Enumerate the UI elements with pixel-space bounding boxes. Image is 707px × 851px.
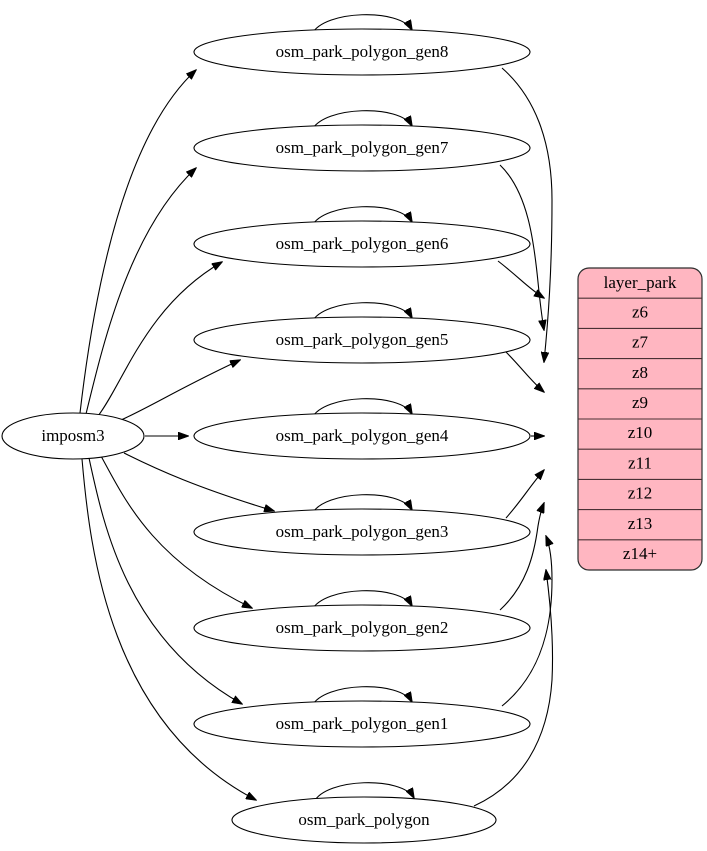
table-row-z10[interactable]: z10: [628, 423, 653, 442]
table-row-z12[interactable]: z12: [628, 484, 653, 503]
node-gen3-label: osm_park_polygon_gen3: [276, 522, 449, 541]
edge-osmparkpolygon-to-z14plus: [473, 570, 554, 807]
table-row-z11[interactable]: z11: [628, 453, 652, 472]
self-loop-gen7: [311, 110, 412, 131]
self-loop-gen3: [311, 494, 412, 515]
edge-imposm3-to-gen1: [88, 457, 242, 704]
self-loop-gen2: [311, 590, 412, 611]
edge-imposm3-to-osm-park-polygon: [81, 458, 256, 800]
edge-imposm3-to-gen3: [123, 452, 274, 511]
self-loop-gen6: [311, 206, 412, 227]
node-osm_park_polygon[interactable]: osm_park_polygon: [231, 796, 497, 844]
edge-gen7-to-z7: [499, 164, 544, 330]
node-osm_park_polygon_gen3[interactable]: osm_park_polygon_gen3: [193, 508, 531, 556]
edge-imposm3-to-gen6: [97, 262, 222, 417]
edge-imposm3-to-gen7: [85, 168, 196, 415]
edge-gen8-to-z8: [501, 67, 553, 362]
edges-to-layer-park: [473, 67, 554, 807]
edge-gen6-to-z6: [497, 260, 544, 298]
node-osm-park-polygon-label: osm_park_polygon: [298, 810, 430, 829]
node-gen7-label: osm_park_polygon_gen7: [276, 138, 449, 157]
node-osm_park_polygon_gen4[interactable]: osm_park_polygon_gen4: [193, 412, 531, 460]
edge-imposm3-to-gen2: [100, 455, 252, 608]
node-gen1-label: osm_park_polygon_gen1: [276, 714, 449, 733]
self-loop-gen8: [311, 14, 412, 35]
table-row-z14plus[interactable]: z14+: [623, 544, 657, 563]
edge-gen5-to-z9: [505, 351, 544, 392]
node-osm_park_polygon_gen1[interactable]: osm_park_polygon_gen1: [193, 700, 531, 748]
edge-imposm3-to-gen8: [79, 70, 196, 414]
node-gen6-label: osm_park_polygon_gen6: [276, 234, 449, 253]
edge-imposm3-to-gen5: [120, 360, 240, 421]
node-imposm3[interactable]: imposm3: [1, 412, 145, 460]
edge-gen2-to-z12: [499, 503, 544, 611]
node-gen8-label: osm_park_polygon_gen8: [276, 42, 449, 61]
self-loop-osm-park-polygon: [313, 782, 414, 803]
node-gen2-label: osm_park_polygon_gen2: [276, 618, 449, 637]
self-loop-gen4: [311, 398, 412, 419]
node-imposm3-label: imposm3: [41, 426, 104, 445]
table-header-layer-park: layer_park: [604, 273, 677, 292]
node-gen4-label: osm_park_polygon_gen4: [276, 426, 449, 445]
node-osm_park_polygon_gen7[interactable]: osm_park_polygon_gen7: [193, 124, 531, 172]
table-row-z13[interactable]: z13: [628, 514, 653, 533]
node-osm_park_polygon_gen8[interactable]: osm_park_polygon_gen8: [193, 28, 531, 76]
table-row-z9[interactable]: z9: [632, 393, 648, 412]
table-row-z6[interactable]: z6: [632, 302, 648, 321]
node-osm_park_polygon_gen5[interactable]: osm_park_polygon_gen5: [193, 316, 531, 364]
node-osm_park_polygon_gen6[interactable]: osm_park_polygon_gen6: [193, 220, 531, 268]
self-loop-gen5: [311, 302, 412, 323]
self-loop-gen1: [311, 686, 412, 707]
graph-nodes: imposm3 osm_park_polygon_gen8 osm_park_p…: [1, 28, 531, 844]
table-row-z7[interactable]: z7: [632, 333, 649, 352]
self-loop-edges: [311, 14, 414, 803]
edge-gen1-to-z13: [501, 536, 552, 707]
table-row-z8[interactable]: z8: [632, 363, 648, 382]
edges-from-imposm3: [79, 70, 274, 800]
node-gen5-label: osm_park_polygon_gen5: [276, 330, 449, 349]
edge-gen3-to-z11: [505, 470, 544, 519]
layer-park-table[interactable]: layer_park z6 z7 z8 z9 z10 z11 z12 z13 z…: [577, 267, 703, 571]
node-osm_park_polygon_gen2[interactable]: osm_park_polygon_gen2: [193, 604, 531, 652]
